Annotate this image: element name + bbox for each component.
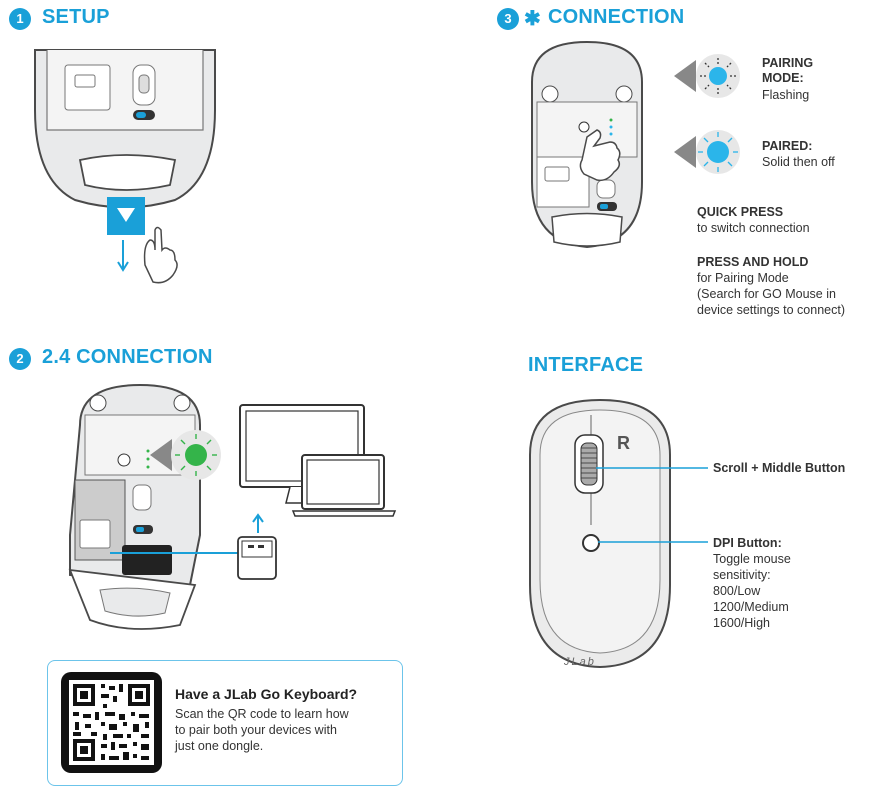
dpi-desc-3: 800/Low <box>713 584 761 598</box>
press-hold-title: PRESS AND HOLD <box>697 255 809 269</box>
scroll-callout-line <box>596 467 708 469</box>
step-3-badge: 3 <box>497 8 519 30</box>
press-hold-desc-1: for Pairing Mode <box>697 271 789 285</box>
mouse-bottom-setup-illustration <box>34 49 216 284</box>
keyboard-promo-box <box>47 660 403 786</box>
pairing-mode-desc: Flashing <box>762 88 810 102</box>
pairing-mode-title: PAIRING MODE: <box>762 56 814 85</box>
dpi-desc-2: sensitivity: <box>713 568 771 582</box>
dpi-desc-5: 1600/High <box>713 616 770 630</box>
scroll-middle-label: Scroll + Middle Button <box>713 461 846 475</box>
dpi-desc-1: Toggle mouse <box>713 552 791 566</box>
keyboard-promo-desc-2: to pair both your devices with <box>175 723 337 737</box>
interface-heading: INTERFACE <box>528 354 644 376</box>
keyboard-promo-desc-1: Scan the QR code to learn how <box>175 707 349 721</box>
usb-dongle-icon <box>110 513 277 580</box>
bluetooth-icon: ✱ <box>524 8 541 30</box>
jlab-logo: JLab <box>564 656 596 668</box>
keyboard-promo-title: Have a JLab Go Keyboard? <box>175 686 358 702</box>
paired-desc: Solid then off <box>762 155 835 169</box>
green-led-icon <box>150 430 221 480</box>
dpi-desc-4: 1200/Medium <box>713 600 789 614</box>
setup-heading: SETUP <box>42 6 110 28</box>
keyboard-promo-desc-3: just one dongle. <box>175 739 264 753</box>
press-hold-desc-3: device settings to connect) <box>697 303 845 317</box>
pairing-mode-led-icon <box>674 54 740 98</box>
step-1-badge: 1 <box>9 8 31 30</box>
connection-24-heading: 2.4 CONNECTION <box>42 346 213 368</box>
bt-connection-heading: CONNECTION <box>548 6 685 28</box>
right-side-label: R <box>617 433 630 453</box>
mouse-top-illustration <box>529 398 671 669</box>
qr-code-icon[interactable] <box>61 672 162 773</box>
quick-press-desc: to switch connection <box>697 221 810 235</box>
paired-title: PAIRED: <box>762 139 813 153</box>
mouse-bottom-bt-illustration <box>531 40 643 249</box>
dpi-button-title: DPI Button: <box>713 536 782 550</box>
press-hold-desc-2: (Search for GO Mouse in <box>697 287 836 301</box>
quick-press-title: QUICK PRESS <box>697 205 784 219</box>
dpi-callout-line <box>598 541 708 543</box>
mouse-bottom-24-illustration <box>68 383 201 630</box>
computer-monitor-laptop-icon <box>239 404 397 517</box>
paired-led-icon <box>674 130 740 174</box>
step-2-badge: 2 <box>9 348 31 370</box>
